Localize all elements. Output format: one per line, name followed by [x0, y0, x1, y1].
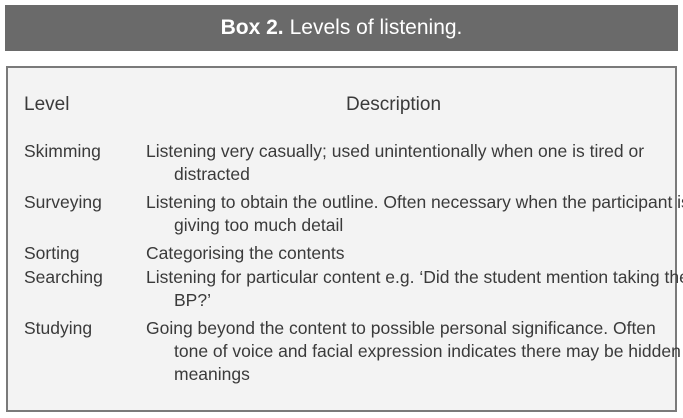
levels-table: Level Description Skimming Listening ver…	[6, 66, 683, 412]
row-level: Sorting	[24, 243, 80, 263]
row-level: Skimming	[24, 141, 101, 161]
box-title: Levels of listening.	[289, 16, 463, 39]
row-description: Listening to obtain the outline. Often n…	[146, 192, 683, 235]
box-title-bar: Box 2. Levels of listening.	[5, 5, 678, 51]
header-description: Description	[346, 94, 442, 115]
row-level: Studying	[24, 318, 93, 338]
row-description: Listening for particular content e.g. ‘D…	[146, 267, 683, 310]
row-level: Searching	[24, 267, 103, 287]
row-description: Going beyond the content to possible per…	[146, 318, 681, 384]
box-number: Box 2.	[220, 16, 284, 39]
row-description: Categorising the contents	[146, 243, 345, 263]
row-level: Surveying	[24, 192, 102, 212]
row-description: Listening very casually; used unintentio…	[146, 141, 645, 184]
header-level: Level	[24, 94, 70, 115]
